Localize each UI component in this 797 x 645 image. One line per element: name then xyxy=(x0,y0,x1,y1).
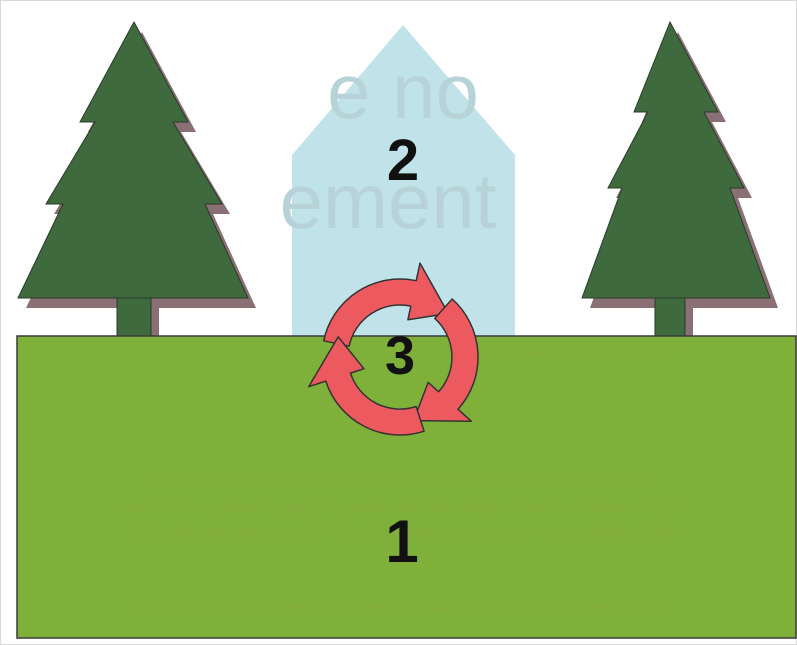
right-tree xyxy=(582,22,778,346)
left-tree xyxy=(18,22,256,344)
ground-show-through-text-5: mpacts of the policy are recognised and … xyxy=(137,599,673,616)
house-label: 2 xyxy=(387,128,419,193)
house-show-through-text-1: e no xyxy=(327,47,479,135)
left-tree-body xyxy=(18,22,248,336)
cycle-label: 3 xyxy=(385,326,415,386)
ground-label: 1 xyxy=(385,508,418,575)
ground-show-through-text-1: he acceptable level of environm xyxy=(467,342,678,359)
ground-show-through-text-2: e the concept of sustainable development… xyxy=(156,473,656,490)
